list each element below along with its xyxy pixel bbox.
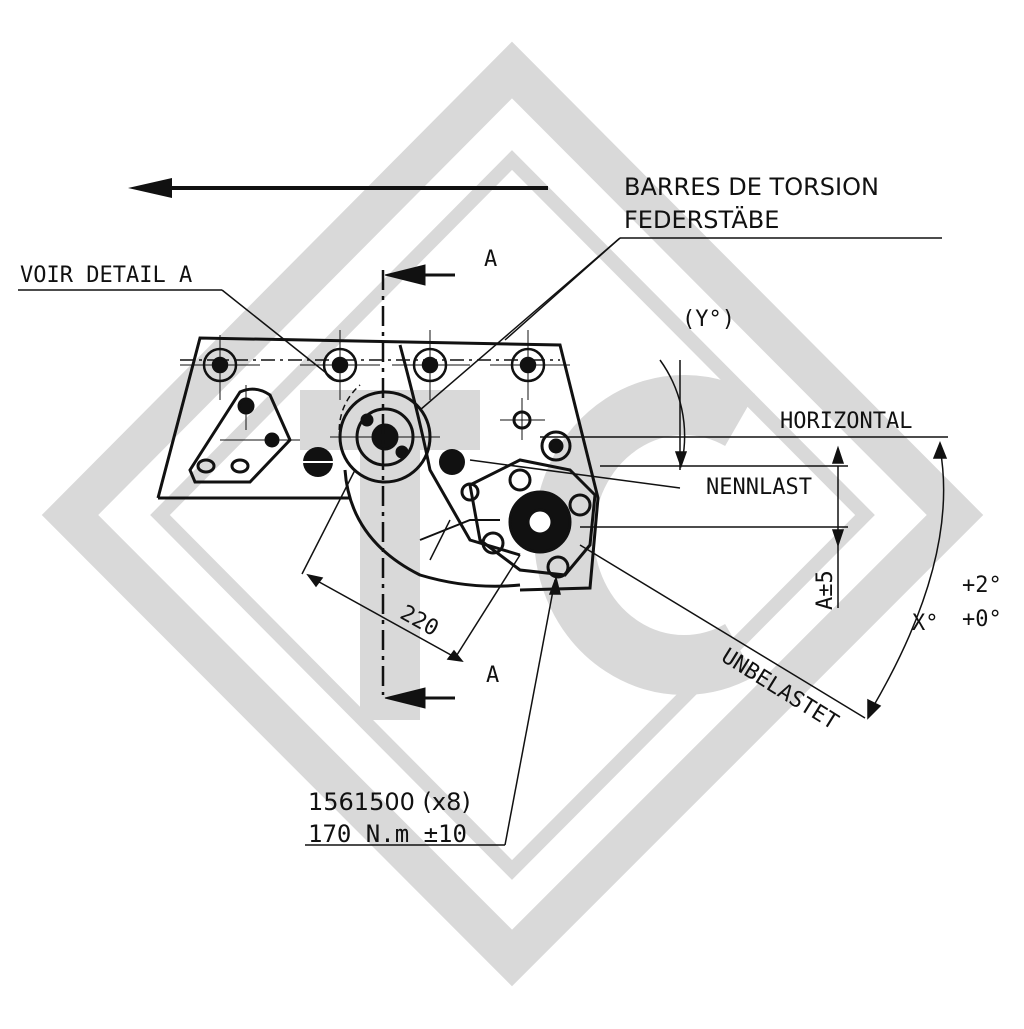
horizontal-label: HORIZONTAL	[780, 409, 912, 434]
part-number-label: 1561500 (x8)	[308, 788, 471, 816]
section-line-a	[381, 264, 455, 709]
torsion-bars-label-fr: BARRES DE TORSION	[624, 173, 879, 201]
x-tolerance-plus: +2°	[962, 573, 1002, 598]
torsion-tube	[330, 384, 440, 484]
hub-flange	[460, 398, 597, 579]
see-detail-label: VOIR DETAIL A	[20, 263, 192, 288]
reference-lines	[469, 359, 948, 720]
watermark-letter-t	[300, 390, 480, 720]
left-bracket	[188, 385, 300, 484]
travel-direction-arrow	[128, 178, 548, 198]
mounting-bolts	[180, 330, 570, 400]
y-angle-label: (Y°)	[682, 307, 735, 332]
torque-label: 170 N.m ±10	[308, 820, 467, 848]
torsion-bars-label-de: FEDERSTÄBE	[624, 205, 779, 234]
x-angle-label: X°	[912, 611, 939, 636]
rubber-bushing-center	[439, 449, 465, 475]
a-tolerance-label: A±5	[813, 570, 838, 610]
x-tolerance-minus: +0°	[962, 607, 1002, 632]
swing-arm	[343, 344, 521, 588]
leader-lines	[18, 237, 942, 846]
rubber-bushing-left	[290, 447, 345, 477]
nennlast-label: NENNLAST	[706, 475, 812, 500]
section-label-top: A	[484, 247, 497, 272]
dimension-220	[301, 469, 521, 663]
section-label-bottom: A	[486, 663, 499, 688]
